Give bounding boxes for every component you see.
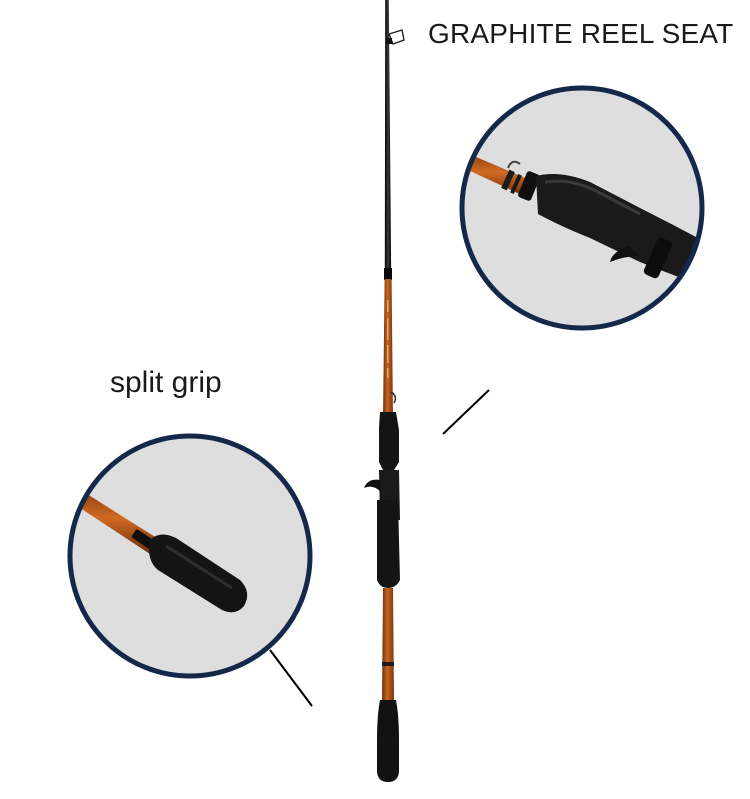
rear-grip-upper [377, 500, 400, 588]
butt-grip [377, 700, 399, 782]
split-grip-zoom [67, 433, 313, 679]
zoom-circle-border [67, 433, 313, 679]
reel-seat-label: GRAPHITE REEL SEAT [428, 18, 734, 49]
reel-seat-zoom [459, 85, 705, 331]
hook-keeper-icon [390, 391, 397, 404]
ferrule-band [384, 268, 392, 280]
trigger [364, 479, 381, 492]
zoom-circle-border [459, 85, 705, 331]
fishing-rod [364, 0, 405, 782]
rod-upper-section [384, 0, 392, 276]
split-grip-label: split grip [110, 366, 222, 399]
grip-pointer [269, 649, 313, 707]
fore-grip [379, 412, 399, 470]
blank-decals [387, 300, 389, 378]
split-blank-section [382, 588, 394, 700]
reel-seat-pointer [442, 389, 490, 435]
